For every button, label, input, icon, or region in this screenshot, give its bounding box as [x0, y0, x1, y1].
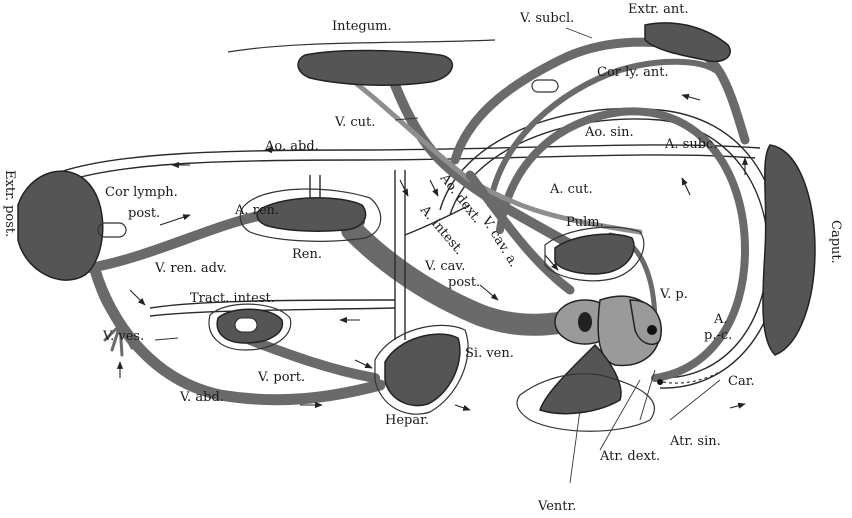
integument-capillaries	[298, 50, 452, 85]
hepar-liver	[375, 325, 468, 414]
label-si-ven: Si. ven.	[465, 346, 514, 361]
label-v-abd: V. abd.	[179, 390, 224, 405]
label-v-cav-post: post.	[448, 275, 480, 290]
label-cor-ly-ant: Cor ly. ant.	[597, 65, 669, 80]
label-ren: Ren.	[292, 247, 322, 262]
label-cor-lymph-post: post.	[128, 206, 160, 221]
label-a-ren: A. ren.	[234, 203, 279, 218]
label-ventr: Ventr.	[537, 499, 576, 514]
label-v-subcl: V. subcl.	[519, 11, 574, 26]
label-atr-dext: Atr. dext.	[599, 449, 660, 464]
label-atr-sin: Atr. sin.	[669, 434, 721, 449]
label-tract-intest: Tract. intest.	[190, 291, 275, 306]
aorta-abdominalis	[60, 145, 760, 180]
label-cor-lymph: Cor lymph.	[105, 185, 178, 200]
label-pulm: Pulm.	[566, 215, 604, 230]
label-integum: Integum.	[332, 19, 392, 34]
label-extr-post: Extr. post.	[2, 170, 17, 237]
label-a-pc-2: p.-c.	[704, 328, 732, 343]
label-v-cav: V. cav.	[424, 259, 465, 274]
label-ao-abd: Ao. abd.	[264, 139, 319, 154]
extremity-posterior-capillaries	[18, 171, 103, 280]
extremity-anterior-capillaries	[645, 23, 730, 61]
label-v-cut: V. cut.	[334, 115, 375, 130]
label-a-cut: A. cut.	[549, 182, 593, 197]
label-v-p: V. p.	[659, 287, 688, 302]
label-ao-sin: Ao. sin.	[584, 125, 634, 140]
label-v-port: V. port.	[257, 370, 305, 385]
label-v-ren-adv: V. ren. adv.	[154, 261, 227, 276]
cor-lymph-anterior	[532, 80, 558, 92]
label-extr-ant: Extr. ant.	[628, 2, 689, 17]
label-car: Car.	[728, 374, 755, 389]
label-a-pc-1: A.	[713, 312, 728, 327]
caput-capillaries	[763, 145, 815, 355]
leader-lines	[155, 28, 720, 483]
label-hepar: Hepar.	[385, 413, 429, 428]
label-a-subc: A. subc.	[664, 137, 717, 152]
label-caput: Caput.	[828, 220, 843, 264]
label-v-ves: V. ves.	[102, 329, 144, 344]
